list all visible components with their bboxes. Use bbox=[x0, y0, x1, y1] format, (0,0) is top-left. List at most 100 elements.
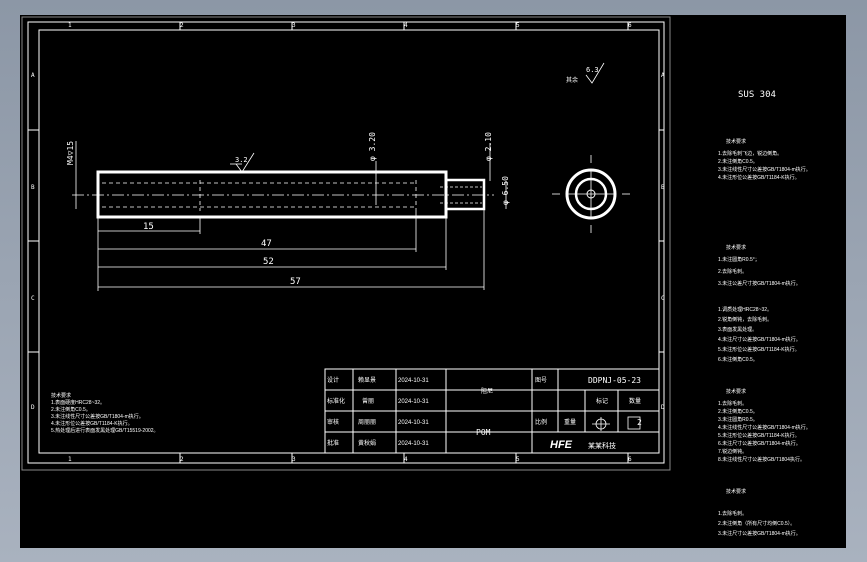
cad-viewport[interactable]: 1 2 3 4 5 6 1 2 3 4 5 6 A B C D A B C D bbox=[20, 15, 846, 548]
svg-text:4.未注尺寸公差按GB/T1804-m执行。: 4.未注尺寸公差按GB/T1804-m执行。 bbox=[718, 336, 801, 343]
tb-mark-label: 标记 bbox=[596, 397, 608, 405]
zone-col-top-6: 6 bbox=[628, 22, 632, 29]
svg-text:技术要求: 技术要求 bbox=[726, 388, 746, 395]
zone-col-bottom-5: 5 bbox=[516, 456, 520, 463]
svg-text:3.未注圆角R0.5。: 3.未注圆角R0.5。 bbox=[718, 416, 758, 423]
svg-text:1.调质处理HRC28~32。: 1.调质处理HRC28~32。 bbox=[718, 306, 772, 313]
svg-text:3.未注线性尺寸公差按GB/T1804-m执行。: 3.未注线性尺寸公差按GB/T1804-m执行。 bbox=[718, 166, 811, 173]
roughness-main-prefix: 其余 bbox=[566, 76, 578, 84]
zone-row-b-right: B bbox=[661, 184, 665, 191]
svg-text:2.锐角倒钝，去除毛刺。: 2.锐角倒钝，去除毛刺。 bbox=[718, 316, 772, 323]
tb-qty: 2 bbox=[637, 418, 642, 427]
tb-role-check: 审核 bbox=[327, 418, 339, 426]
dim-dia-small: φ 2.10 bbox=[484, 132, 493, 161]
svg-text:4.未注形位公差按GB/T1184-K执行。: 4.未注形位公差按GB/T1184-K执行。 bbox=[718, 174, 800, 181]
svg-text:2.未注倒角C0.5。: 2.未注倒角C0.5。 bbox=[51, 406, 91, 413]
tb-date-designer: 2024-10-31 bbox=[398, 378, 429, 384]
tb-role-approve: 批准 bbox=[327, 439, 339, 447]
dim-dia-step: φ 6.50 bbox=[501, 176, 510, 205]
right-notes-block-1: 技术要求 1.去除毛刺飞边，锐边倒角。 2.未注倒角C0.5。 3.未注线性尺寸… bbox=[718, 138, 811, 181]
right-notes-block-5: 技术要求 1.去除毛刺。 2.未注倒角（所有尺寸均倒C0.5）。 3.未注尺寸公… bbox=[718, 488, 801, 537]
tb-company-logo: HFE bbox=[550, 439, 573, 451]
shaft-side-view[interactable] bbox=[72, 141, 507, 219]
svg-text:1.表面硬度HRC28~32。: 1.表面硬度HRC28~32。 bbox=[51, 399, 105, 406]
svg-text:5.热处理后进行表面发黑处理GB/T15519-2002。: 5.热处理后进行表面发黑处理GB/T15519-2002。 bbox=[51, 427, 159, 434]
end-view[interactable] bbox=[552, 155, 630, 233]
roughness-symbol-main: 6.3 其余 bbox=[566, 62, 605, 84]
tb-role-designer: 设计 bbox=[327, 376, 339, 384]
tb-company-name: 某某科技 bbox=[588, 441, 616, 450]
svg-text:5.未注形位公差按GB/T1184-K执行。: 5.未注形位公差按GB/T1184-K执行。 bbox=[718, 432, 800, 439]
dim-57: 57 bbox=[290, 277, 301, 287]
tb-name-designer: 赖显景 bbox=[358, 376, 376, 384]
svg-text:技术要求: 技术要求 bbox=[726, 244, 746, 251]
zone-row-b: B bbox=[31, 184, 35, 191]
dimensions bbox=[97, 209, 485, 291]
zone-row-d: D bbox=[31, 404, 35, 411]
svg-text:4.未注线性尺寸公差按GB/T1804-m执行。: 4.未注线性尺寸公差按GB/T1804-m执行。 bbox=[718, 424, 811, 431]
tb-projection-symbol bbox=[592, 416, 641, 431]
svg-text:1.未注圆角R0.5°；: 1.未注圆角R0.5°； bbox=[718, 256, 760, 263]
zone-row-a: A bbox=[31, 72, 35, 79]
zone-col-bottom-4: 4 bbox=[404, 456, 408, 463]
dim-15: 15 bbox=[143, 222, 154, 232]
zone-col-top-2: 2 bbox=[180, 22, 184, 29]
zone-col-bottom-1: 1 bbox=[68, 456, 72, 463]
svg-text:1.去除毛刺。: 1.去除毛刺。 bbox=[718, 400, 747, 407]
zone-ticks bbox=[28, 22, 664, 463]
tb-drawing-no: DDPNJ-05-23 bbox=[588, 376, 641, 385]
zone-row-c: C bbox=[31, 295, 35, 302]
dim-52: 52 bbox=[263, 257, 274, 267]
shaft-outline bbox=[96, 170, 448, 219]
zone-col-bottom-3: 3 bbox=[292, 456, 296, 463]
svg-text:4.未注形位公差按GB/T1184-K执行。: 4.未注形位公差按GB/T1184-K执行。 bbox=[51, 420, 133, 427]
tb-drawing-no-label: 图号 bbox=[535, 377, 547, 384]
svg-text:技术要求: 技术要求 bbox=[51, 392, 71, 399]
tb-name-check: 周丽丽 bbox=[358, 419, 376, 426]
svg-text:3.未注线性尺寸公差按GB/T1804-m执行。: 3.未注线性尺寸公差按GB/T1804-m执行。 bbox=[51, 413, 144, 420]
zone-col-bottom-2: 2 bbox=[180, 456, 184, 463]
zone-col-top-1: 1 bbox=[68, 22, 72, 29]
tb-qty-label: 数量 bbox=[629, 397, 641, 405]
tb-date-approve: 2024-10-31 bbox=[398, 441, 429, 447]
thread-callout: M4▽15 bbox=[66, 141, 75, 165]
title-block bbox=[324, 368, 660, 454]
svg-text:6.3: 6.3 bbox=[586, 66, 599, 74]
tb-role-standard: 标准化 bbox=[327, 397, 345, 405]
zone-col-top-4: 4 bbox=[404, 22, 408, 29]
svg-text:5.未注形位公差按GB/T1184-K执行。: 5.未注形位公差按GB/T1184-K执行。 bbox=[718, 346, 800, 353]
tb-name-standard: 曾丽 bbox=[362, 397, 374, 405]
svg-text:3.未注公差尺寸按GB/T1804-m执行。: 3.未注公差尺寸按GB/T1804-m执行。 bbox=[718, 280, 801, 287]
zone-row-a-right: A bbox=[661, 72, 665, 79]
dim-dia-inner: φ 3.20 bbox=[368, 132, 377, 161]
svg-text:3.未注尺寸公差按GB/T1804-m执行。: 3.未注尺寸公差按GB/T1804-m执行。 bbox=[718, 530, 801, 537]
zone-border bbox=[27, 21, 665, 464]
zone-col-bottom-6: 6 bbox=[628, 456, 632, 463]
zone-row-d-right: D bbox=[661, 404, 665, 411]
tb-material-code: POM bbox=[476, 428, 491, 437]
tb-date-standard: 2024-10-31 bbox=[398, 399, 429, 405]
svg-text:8.未注线性尺寸公差按GB/T1804执行。: 8.未注线性尺寸公差按GB/T1804执行。 bbox=[718, 456, 805, 463]
dim-47: 47 bbox=[261, 239, 272, 249]
right-notes-block-4: 技术要求 1.去除毛刺。 2.未注倒角C0.5。 3.未注圆角R0.5。 4.未… bbox=[718, 388, 811, 463]
roughness-symbol-part: 3.2 bbox=[230, 152, 255, 173]
svg-text:3.表面发黑处理。: 3.表面发黑处理。 bbox=[718, 326, 757, 333]
svg-text:6.未注倒角C0.5。: 6.未注倒角C0.5。 bbox=[718, 356, 758, 363]
tb-scale-label: 比例 bbox=[535, 418, 547, 426]
tb-weight-label: 重量 bbox=[564, 418, 576, 426]
right-notes-block-2: 技术要求 1.未注圆角R0.5°； 2.去除毛刺。 3.未注公差尺寸按GB/T1… bbox=[718, 244, 801, 287]
sheet-outer-frame bbox=[21, 16, 671, 471]
drawing-canvas[interactable]: 1 2 3 4 5 6 1 2 3 4 5 6 A B C D A B C D bbox=[20, 15, 846, 548]
svg-text:1.去除毛刺飞边，锐边倒角。: 1.去除毛刺飞边，锐边倒角。 bbox=[718, 150, 782, 157]
svg-text:6.未注尺寸公差按GB/T1804-m执行。: 6.未注尺寸公差按GB/T1804-m执行。 bbox=[718, 440, 801, 447]
svg-text:2.未注倒角C0.5。: 2.未注倒角C0.5。 bbox=[718, 408, 758, 415]
svg-text:7.锐边倒钝。: 7.锐边倒钝。 bbox=[718, 448, 747, 455]
svg-text:技术要求: 技术要求 bbox=[726, 488, 746, 495]
svg-text:3.2: 3.2 bbox=[235, 156, 248, 164]
svg-text:2.未注倒角C0.5。: 2.未注倒角C0.5。 bbox=[718, 158, 758, 165]
tb-date-check: 2024-10-31 bbox=[398, 420, 429, 426]
tb-part-name: 阻尼 bbox=[481, 387, 493, 395]
shaft-step bbox=[444, 178, 486, 211]
material-label: SUS 304 bbox=[738, 90, 776, 100]
svg-text:技术要求: 技术要求 bbox=[726, 138, 746, 145]
